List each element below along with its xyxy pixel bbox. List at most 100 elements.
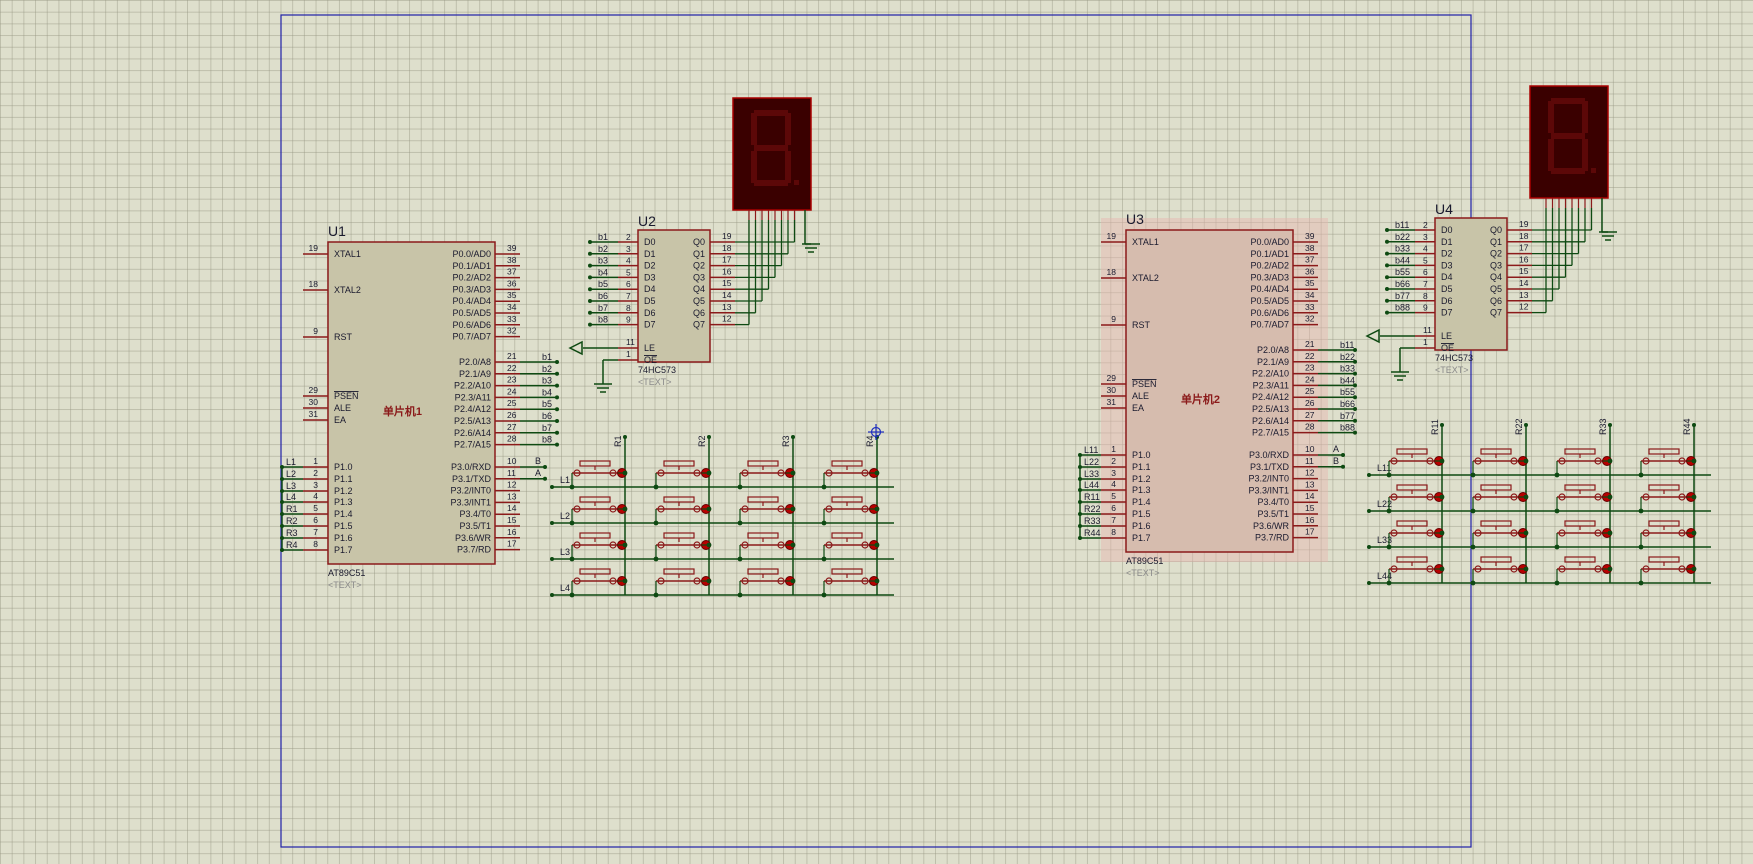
- junction-dot: [1607, 494, 1613, 500]
- button-cap: [831, 532, 863, 539]
- net-label: L2: [560, 511, 570, 521]
- chip-ref: U3: [1126, 211, 1144, 227]
- pin-number: 39: [1305, 231, 1315, 241]
- pin-number: 25: [507, 398, 517, 408]
- push-button[interactable]: [1386, 520, 1445, 550]
- contact: [573, 469, 581, 477]
- push-button[interactable]: [737, 568, 796, 598]
- segment: [754, 180, 788, 186]
- junction-dot: [569, 592, 575, 598]
- contact: [1594, 565, 1602, 573]
- push-button[interactable]: [737, 532, 796, 562]
- pin-label: D4: [644, 284, 656, 294]
- push-button[interactable]: [569, 496, 628, 526]
- chip-body[interactable]: [327, 241, 496, 565]
- contact: [1474, 457, 1482, 465]
- pin-label: P2.7/A15: [1252, 428, 1289, 438]
- net-label: L44: [1084, 480, 1099, 490]
- push-button[interactable]: [1470, 448, 1529, 478]
- push-button[interactable]: [1554, 448, 1613, 478]
- pin-number: 7: [626, 291, 631, 301]
- push-button[interactable]: [569, 568, 628, 598]
- pin-label: D7: [644, 320, 656, 330]
- push-button[interactable]: [569, 460, 628, 490]
- net-label: b1: [542, 352, 552, 362]
- chip-text: <TEXT>: [328, 580, 362, 590]
- segment: [1551, 133, 1585, 139]
- push-button[interactable]: [1386, 556, 1445, 586]
- pin-label: P2.6/A14: [454, 428, 491, 438]
- net-label: b3: [598, 256, 608, 266]
- push-button[interactable]: [1638, 484, 1697, 514]
- net-label: b88: [1340, 423, 1355, 433]
- push-button[interactable]: [1554, 556, 1613, 586]
- terminal: [550, 485, 554, 489]
- junction-dot: [821, 484, 827, 490]
- pin-label: P2.5/A13: [454, 416, 491, 426]
- terminal: [1367, 509, 1371, 513]
- chip-body[interactable]: [1125, 229, 1294, 553]
- contact: [657, 541, 665, 549]
- push-button[interactable]: [1638, 520, 1697, 550]
- chip-body[interactable]: [1434, 217, 1508, 351]
- terminal: [555, 442, 559, 447]
- push-button[interactable]: [1638, 556, 1697, 586]
- push-button[interactable]: [1470, 556, 1529, 586]
- chip-body[interactable]: [637, 229, 711, 363]
- push-button[interactable]: [737, 460, 796, 490]
- push-button[interactable]: [1638, 448, 1697, 478]
- contact: [1678, 565, 1686, 573]
- push-button[interactable]: [1554, 484, 1613, 514]
- pin-label: P2.1/A9: [459, 369, 491, 379]
- pin-number: 16: [507, 527, 517, 537]
- junction-dot: [1554, 544, 1560, 550]
- junction-dot: [706, 542, 712, 548]
- terminal: [1353, 383, 1357, 388]
- push-button[interactable]: [821, 568, 880, 598]
- push-button[interactable]: [1386, 484, 1445, 514]
- push-button[interactable]: [737, 496, 796, 526]
- pin-number: 1: [1111, 444, 1116, 454]
- junction-dot: [653, 556, 659, 562]
- push-button[interactable]: [1386, 448, 1445, 478]
- pin-label: Q6: [1490, 296, 1502, 306]
- contact: [573, 541, 581, 549]
- net-label: R33: [1084, 516, 1101, 526]
- push-button[interactable]: [653, 568, 712, 598]
- pin-label: Q5: [1490, 284, 1502, 294]
- push-button[interactable]: [821, 460, 880, 490]
- pin-label: P3.5/T1: [1257, 509, 1289, 519]
- junction-dot: [821, 592, 827, 598]
- pin-number: 33: [1305, 302, 1315, 312]
- pin-number: 3: [1423, 232, 1428, 242]
- push-button[interactable]: [653, 460, 712, 490]
- pin-label: D1: [1441, 237, 1453, 247]
- pin-label: P0.4/AD4: [452, 296, 491, 306]
- push-button[interactable]: [1470, 520, 1529, 550]
- push-button[interactable]: [1554, 520, 1613, 550]
- pin-number: 22: [507, 363, 517, 373]
- push-button[interactable]: [821, 496, 880, 526]
- pin-number: 9: [1423, 303, 1428, 313]
- junction-dot: [653, 592, 659, 598]
- terminal: [588, 263, 592, 268]
- push-button[interactable]: [653, 496, 712, 526]
- push-button[interactable]: [653, 532, 712, 562]
- push-button[interactable]: [821, 532, 880, 562]
- pin-label: P2.2/A10: [1252, 369, 1289, 379]
- junction-dot: [790, 470, 796, 476]
- terminal: [1367, 581, 1371, 585]
- mcu1-chip[interactable]: U1单片机1AT89C51<TEXT>19XTAL118XTAL29RST29P…: [280, 223, 559, 590]
- push-button[interactable]: [569, 532, 628, 562]
- junction-dot: [1439, 566, 1445, 572]
- push-button[interactable]: [1470, 484, 1529, 514]
- pin-label: LE: [644, 343, 655, 353]
- mcu2-chip[interactable]: U3单片机2AT89C51<TEXT>19XTAL118XTAL29RST29P…: [1078, 211, 1357, 578]
- pin-number: 35: [507, 290, 517, 300]
- button-cap: [1396, 556, 1428, 563]
